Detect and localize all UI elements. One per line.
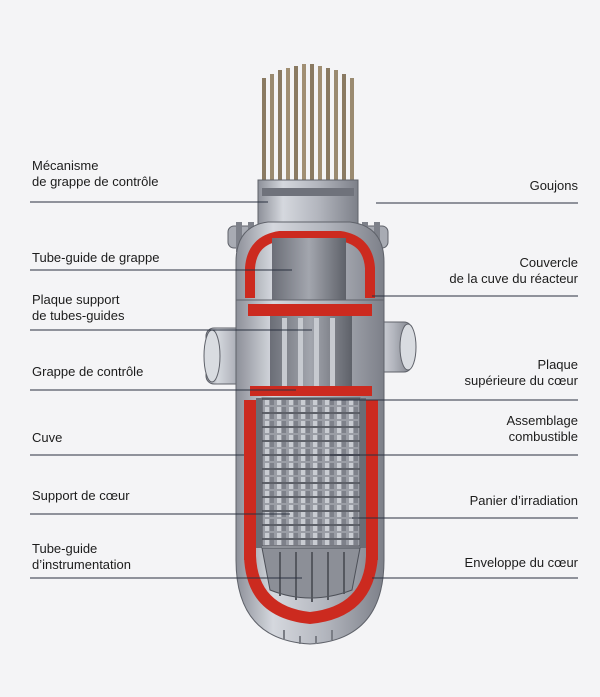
label-fuel-assembly: Assemblage combustible <box>506 413 578 444</box>
instrumentation-tubes <box>283 630 333 644</box>
label-control-rod-guide-tube: Tube-guide de grappe <box>32 250 160 265</box>
label-upper-core-plate: Plaque supérieure du cœur <box>464 357 578 388</box>
leader-lines-right <box>330 202 578 579</box>
label-instrumentation-guide-tube: Tube-guide d’instrumentation <box>32 541 131 572</box>
label-studs: Goujons <box>529 178 578 193</box>
label-guide-tube-support-plate: Plaque support de tubes-guides <box>32 292 125 323</box>
mechanism-housing <box>257 179 359 225</box>
cutaway-walls <box>244 304 378 624</box>
label-control-rod-mechanism: Mécanisme de grappe de contrôle <box>32 158 159 189</box>
label-irradiation-basket: Panier d’irradiation <box>469 493 578 508</box>
label-core-barrel: Enveloppe du cœur <box>464 555 578 570</box>
fuel-assemblies <box>261 397 361 547</box>
leader-lines-left <box>30 201 312 579</box>
label-core-support: Support de cœur <box>32 488 130 503</box>
core-barrel <box>256 398 262 548</box>
drive-rods <box>262 64 354 188</box>
label-vessel: Cuve <box>32 430 63 445</box>
label-control-rod: Grappe de contrôle <box>32 364 144 379</box>
label-vessel-head: Couvercle de la cuve du réacteur <box>449 255 578 286</box>
